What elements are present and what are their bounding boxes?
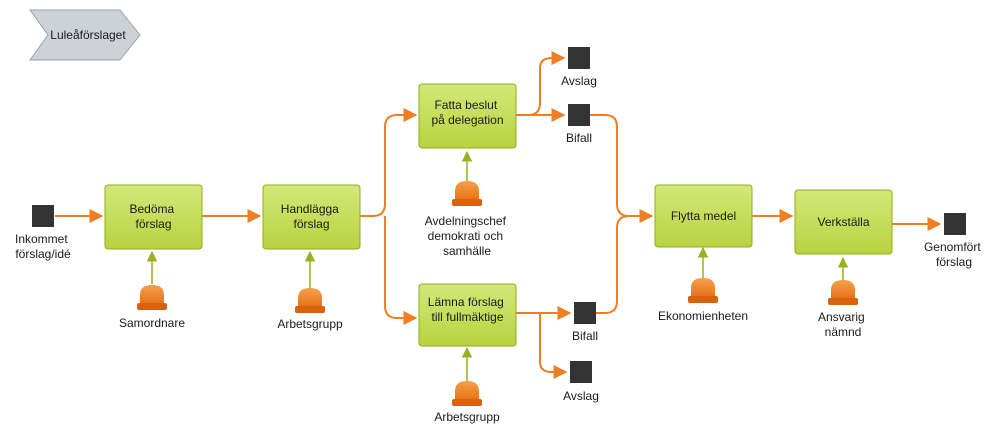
event-approve-lower: Bifall	[572, 302, 598, 343]
assignment-arrows	[146, 150, 849, 382]
event-approve-upper: Bifall	[566, 104, 592, 145]
process-execute: Verkställa	[794, 189, 893, 255]
role-delegate: Avdelningschef demokrati och samhälle	[425, 181, 510, 258]
process-move-funds-label: Flytta medel	[671, 209, 736, 223]
role-bell-icon	[828, 280, 858, 305]
process-move-funds: Flytta medel	[654, 184, 753, 248]
flow-approve-lower-to-move	[596, 215, 630, 314]
role-bell-icon	[688, 278, 718, 303]
process-assess: Bedöma förslag	[104, 184, 203, 250]
role-delegate-label: Avdelningschef demokrati och samhälle	[425, 214, 510, 258]
event-incoming-label: Inkommet förslag/idé	[15, 232, 71, 261]
flow-arrows	[55, 51, 942, 379]
process-council: Lämna förslag till fullmäktige	[418, 283, 517, 347]
event-reject-upper: Avslag	[561, 47, 597, 88]
role-bell-icon	[295, 288, 325, 313]
process-handle-label: Handlägga förslag	[281, 202, 342, 231]
start-tag-label: Luleåförslaget	[50, 28, 126, 42]
flow-approve-upper-to-move	[590, 114, 654, 223]
role-execute: Ansvarig nämnd	[818, 280, 868, 339]
role-bell-icon	[137, 285, 167, 310]
process-council-label: Lämna förslag till fullmäktige	[428, 295, 507, 324]
event-done-label: Genomfört förslag	[924, 240, 984, 269]
flow-handle-to-council	[384, 216, 418, 325]
flow-council-to-reject	[539, 313, 568, 379]
role-move-funds: Ekonomienheten	[658, 278, 748, 323]
flow-delegate-to-reject	[516, 51, 566, 116]
role-handle-label: Arbetsgrupp	[277, 317, 343, 331]
event-done: Genomfört förslag	[924, 213, 984, 269]
event-incoming: Inkommet förslag/idé	[15, 205, 71, 261]
role-bell-icon	[452, 381, 482, 406]
process-handle: Handlägga förslag	[262, 184, 361, 250]
role-council-label: Arbetsgrupp	[434, 410, 500, 424]
role-assess-label: Samordnare	[119, 316, 185, 330]
role-assess: Samordnare	[119, 285, 185, 330]
event-approve-lower-label: Bifall	[572, 329, 598, 343]
process-delegate: Fatta beslut på delegation	[418, 83, 517, 149]
event-reject-upper-label: Avslag	[561, 74, 597, 88]
process-assess-label: Bedöma förslag	[129, 202, 177, 231]
process-execute-label: Verkställa	[817, 215, 869, 229]
process-delegate-label: Fatta beslut på delegation	[431, 98, 503, 127]
role-move-funds-label: Ekonomienheten	[658, 309, 748, 323]
start-tag: Luleåförslaget	[29, 9, 141, 61]
event-reject-lower: Avslag	[563, 361, 599, 403]
role-execute-label: Ansvarig nämnd	[818, 310, 868, 339]
role-bell-icon	[452, 181, 482, 206]
event-approve-upper-label: Bifall	[566, 131, 592, 145]
role-council: Arbetsgrupp	[434, 381, 500, 424]
flow-handle-to-delegate	[360, 108, 418, 217]
event-reject-lower-label: Avslag	[563, 389, 599, 403]
role-handle: Arbetsgrupp	[277, 288, 343, 331]
